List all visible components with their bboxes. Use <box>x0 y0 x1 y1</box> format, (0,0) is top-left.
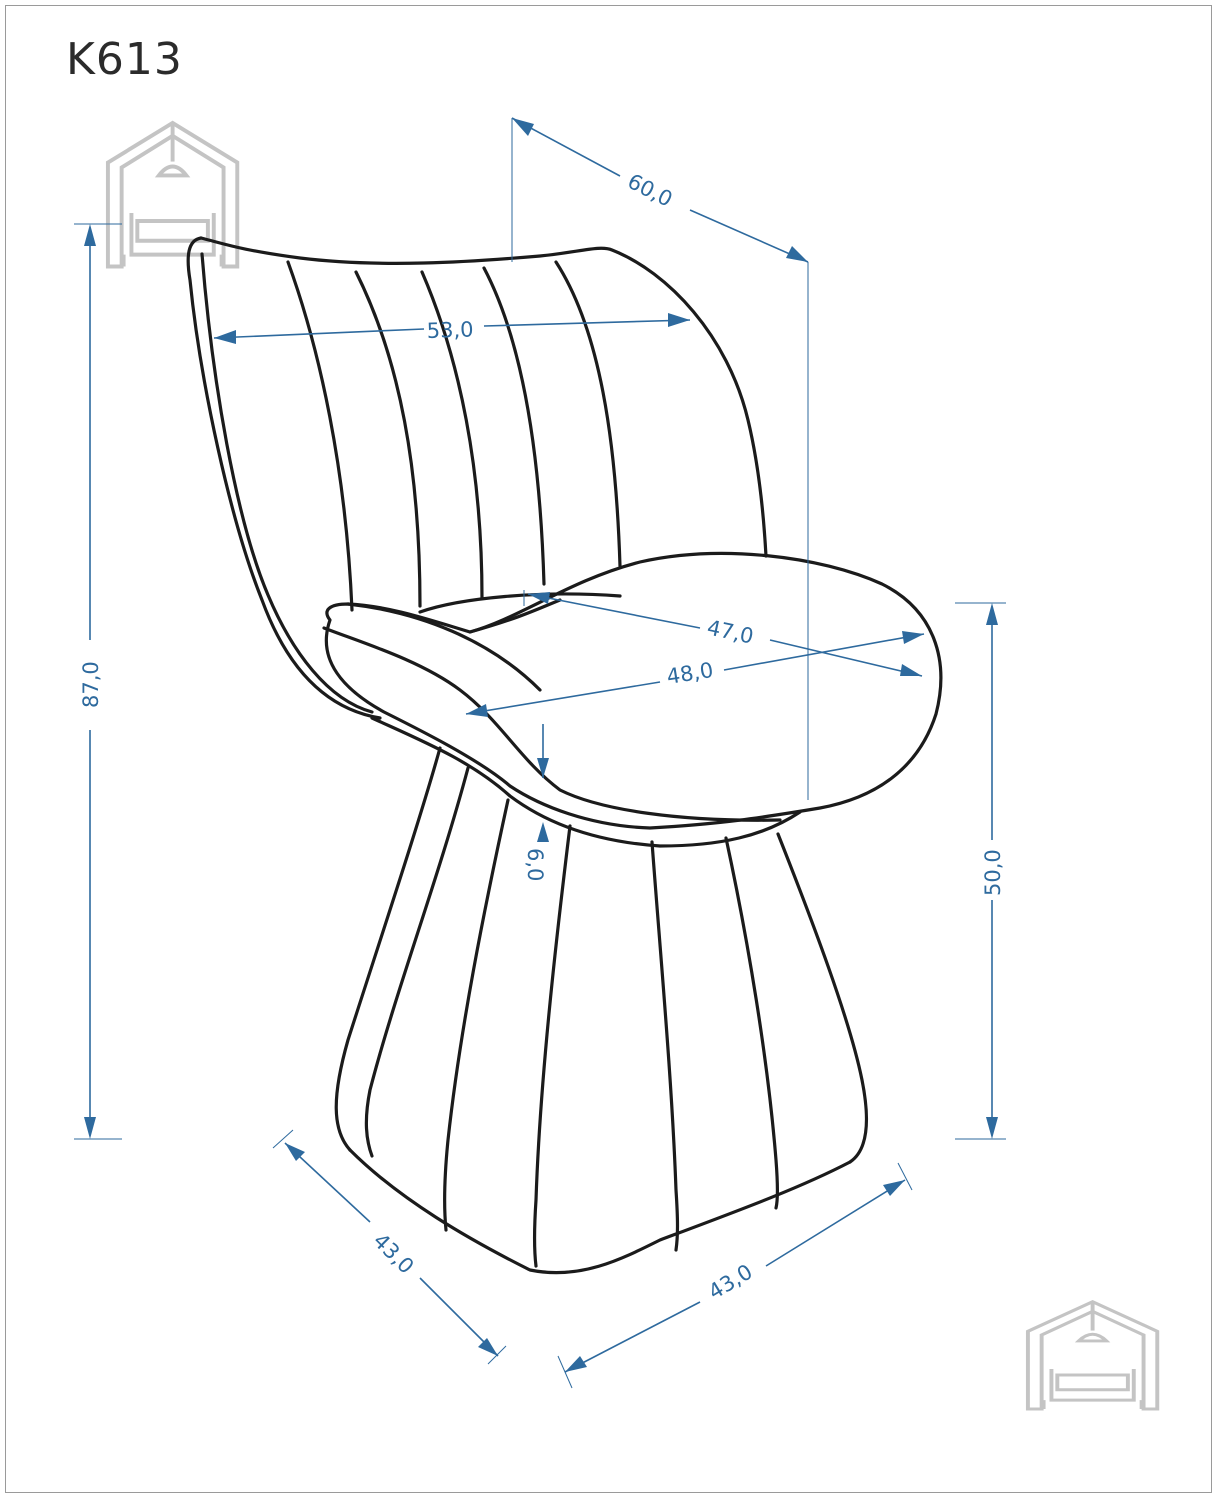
pedestal-left-side <box>334 746 442 1152</box>
dimension-lines <box>74 117 1006 1389</box>
backrest-channel <box>482 266 546 586</box>
pedestal-channel <box>532 824 572 1268</box>
pedestal-channel <box>724 836 780 1210</box>
back-seat-junction <box>418 592 622 614</box>
backrest-channel <box>354 270 422 608</box>
seat-width-label: 48,0 <box>665 658 715 689</box>
pedestal-bottom <box>348 1148 852 1275</box>
seat-piping <box>322 626 782 822</box>
total-height-label: 87,0 <box>79 661 103 708</box>
back-width-label: 53,0 <box>426 317 474 343</box>
backrest-outline <box>186 236 382 720</box>
backrest-top <box>199 236 768 558</box>
house-sofa-logo-icon <box>1025 1299 1160 1411</box>
house-sofa-logo-icon <box>105 120 240 269</box>
seat-depth-label: 47,0 <box>705 615 756 648</box>
backrest-channel <box>554 260 622 568</box>
backrest-channel <box>420 270 484 600</box>
base-width-left-label: 43,0 <box>368 1229 418 1279</box>
backrest-inner-edge <box>200 252 374 714</box>
backrest-channel <box>286 260 354 612</box>
depth-top-label: 60,0 <box>624 169 677 212</box>
seat-cushion <box>324 551 943 830</box>
seat-front-roll <box>346 602 542 692</box>
base-width-right-label: 43,0 <box>704 1260 756 1305</box>
pedestal-channel <box>443 798 510 1232</box>
seat-height-label: 50,0 <box>981 849 1005 896</box>
seat-bottom-edge <box>370 716 802 848</box>
seat-thickness-label: 6,0 <box>523 848 547 881</box>
pedestal-channel <box>364 766 470 1158</box>
pedestal-right-side <box>776 832 869 1164</box>
chair-outline <box>186 236 943 1275</box>
pedestal-channel <box>650 840 680 1252</box>
drawing-frame <box>5 5 1212 1493</box>
model-code: K613 <box>66 34 183 85</box>
